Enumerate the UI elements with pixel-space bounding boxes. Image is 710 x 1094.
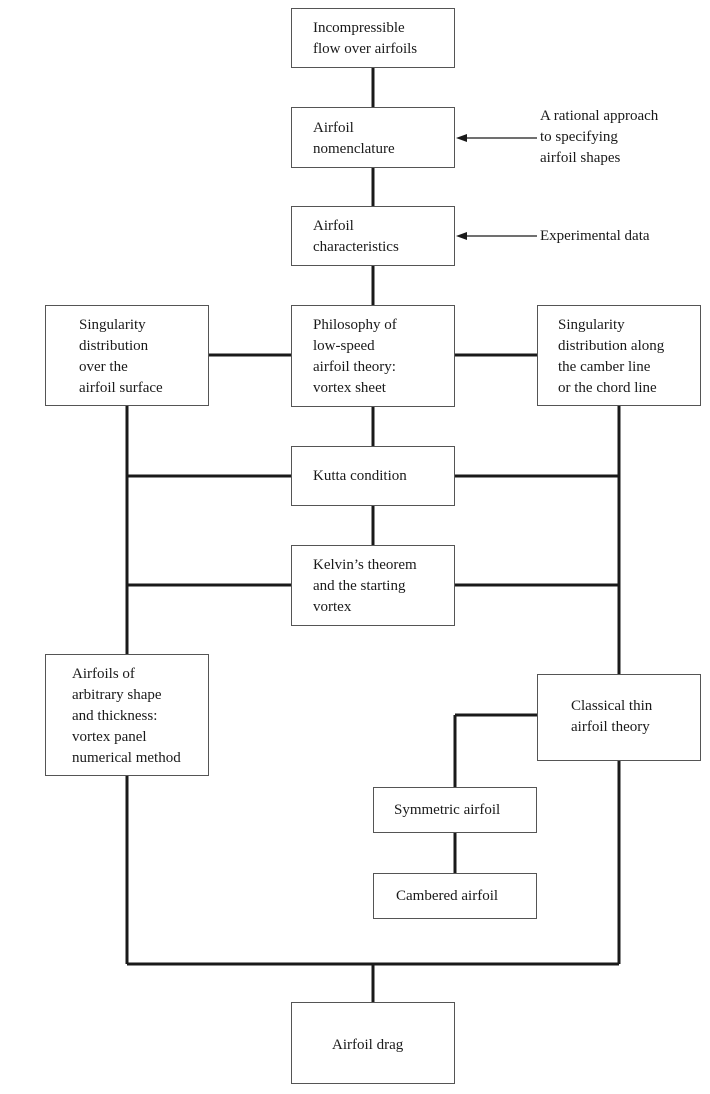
node-line: numerical method [72,750,181,766]
node-cambered-airfoil: Cambered airfoil [373,873,537,919]
node-symmetric-airfoil: Symmetric airfoil [373,787,537,833]
node-line: Philosophy of [313,317,397,333]
node-line: vortex sheet [313,380,386,396]
node-line: distribution along [558,338,665,354]
node-line: Kutta condition [313,468,407,484]
node-line: Airfoil [313,120,354,136]
node-philosophy-vortex-sheet: Philosophy of low-speed airfoil theory: … [291,305,455,407]
node-line: and the starting [313,578,406,594]
node-line: Singularity [558,317,625,333]
annotation-line: to specifying [540,129,618,145]
node-line: vortex [313,599,352,615]
node-line: arbitrary shape [72,687,162,703]
node-line: Airfoils of [72,666,135,682]
node-line: vortex panel [72,729,147,745]
annotation-rational-approach: A rational approach to specifying airfoi… [540,106,658,169]
node-incompressible-flow: Incompressible flow over airfoils [291,8,455,68]
node-line: Cambered airfoil [396,888,499,904]
node-line: characteristics [313,239,399,255]
node-line: flow over airfoils [313,41,418,57]
node-line: low-speed [313,338,375,354]
node-line: distribution [79,338,149,354]
node-kelvins-theorem: Kelvin’s theorem and the starting vortex [291,545,455,626]
node-line: airfoil theory: [313,359,396,375]
node-line: the camber line [558,359,651,375]
annotation-experimental-data: Experimental data [540,226,650,247]
annotation-line: airfoil shapes [540,150,621,166]
node-line: airfoil theory [571,719,650,735]
node-singularity-surface: Singularity distribution over the airfoi… [45,305,209,406]
node-line: or the chord line [558,380,657,396]
node-line: over the [79,359,128,375]
node-line: Kelvin’s theorem [313,557,417,573]
node-vortex-panel-method: Airfoils of arbitrary shape and thicknes… [45,654,209,776]
annotation-line: Experimental data [540,228,650,244]
node-line: nomenclature [313,141,395,157]
annotation-line: A rational approach [540,108,659,124]
node-line: Symmetric airfoil [394,802,501,818]
node-airfoil-nomenclature: Airfoil nomenclature [291,107,455,168]
node-airfoil-drag: Airfoil drag [291,1002,455,1084]
node-line: Singularity [79,317,146,333]
node-line: Airfoil drag [332,1037,404,1053]
node-singularity-camber-line: Singularity distribution along the cambe… [537,305,701,406]
node-line: Airfoil [313,218,354,234]
node-classical-thin-airfoil: Classical thin airfoil theory [537,674,701,761]
node-line: Incompressible [313,20,405,36]
node-line: airfoil surface [79,380,163,396]
node-airfoil-characteristics: Airfoil characteristics [291,206,455,266]
node-line: and thickness: [72,708,158,724]
node-line: Classical thin [571,698,653,714]
node-kutta-condition: Kutta condition [291,446,455,506]
